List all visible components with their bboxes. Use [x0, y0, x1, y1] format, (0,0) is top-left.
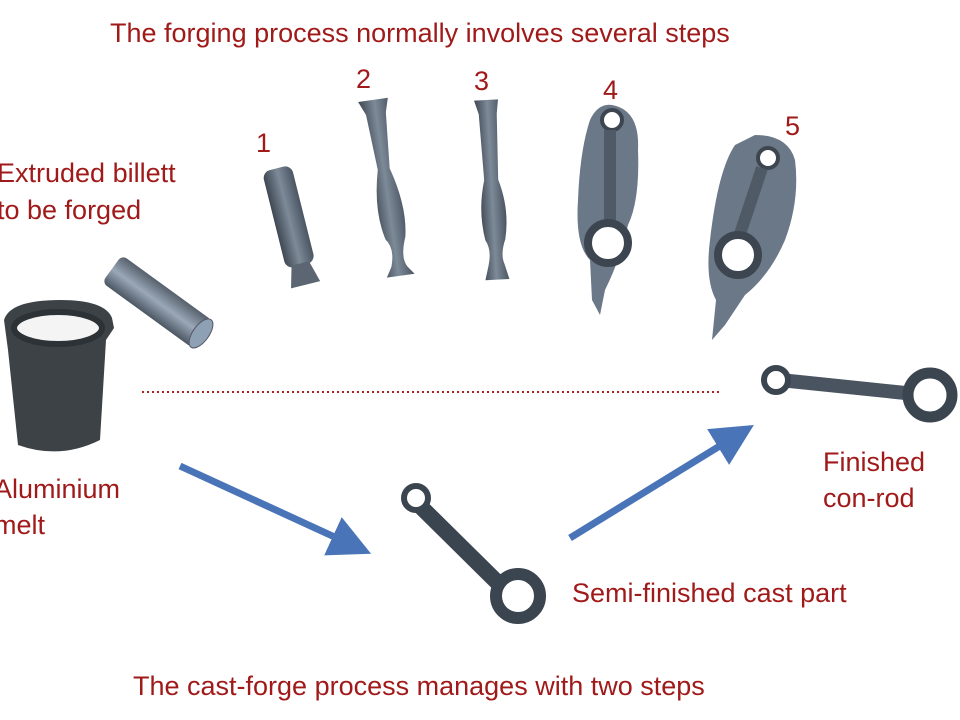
- semi-finished-label: Semi-finished cast part: [572, 578, 847, 608]
- extruded-billet-image: [104, 257, 214, 349]
- forging-step-2-image: [358, 97, 415, 278]
- arrow-melt-to-cast: [178, 462, 372, 556]
- step-label-4: 4: [603, 75, 619, 105]
- finished-label-line1: Finished: [823, 447, 926, 477]
- forging-step-1-image: [263, 166, 321, 289]
- billet-label-line1: Extruded billett: [0, 158, 176, 188]
- step-label-5: 5: [785, 111, 801, 141]
- bottom-title: The cast-forge process manages with two …: [133, 671, 705, 701]
- forging-step-5-image: [708, 135, 797, 340]
- crucible-image: [4, 300, 114, 452]
- forging-step-4-image: [577, 104, 639, 315]
- step-label-2: 2: [356, 64, 372, 94]
- melt-label-line1: Aluminium: [0, 474, 121, 504]
- arrow-cast-to-finished: [568, 425, 754, 541]
- billet-label-line2: to be forged: [0, 195, 142, 225]
- forging-step-3-image: [474, 99, 510, 281]
- semi-finished-cast-part-image: [401, 483, 546, 624]
- melt-label-line2: melt: [0, 510, 46, 540]
- top-title: The forging process normally involves se…: [110, 18, 730, 48]
- step-label-3: 3: [474, 66, 490, 96]
- finished-con-rod-image: [761, 365, 958, 423]
- finished-label-line2: con-rod: [823, 483, 915, 513]
- step-label-1: 1: [256, 128, 272, 158]
